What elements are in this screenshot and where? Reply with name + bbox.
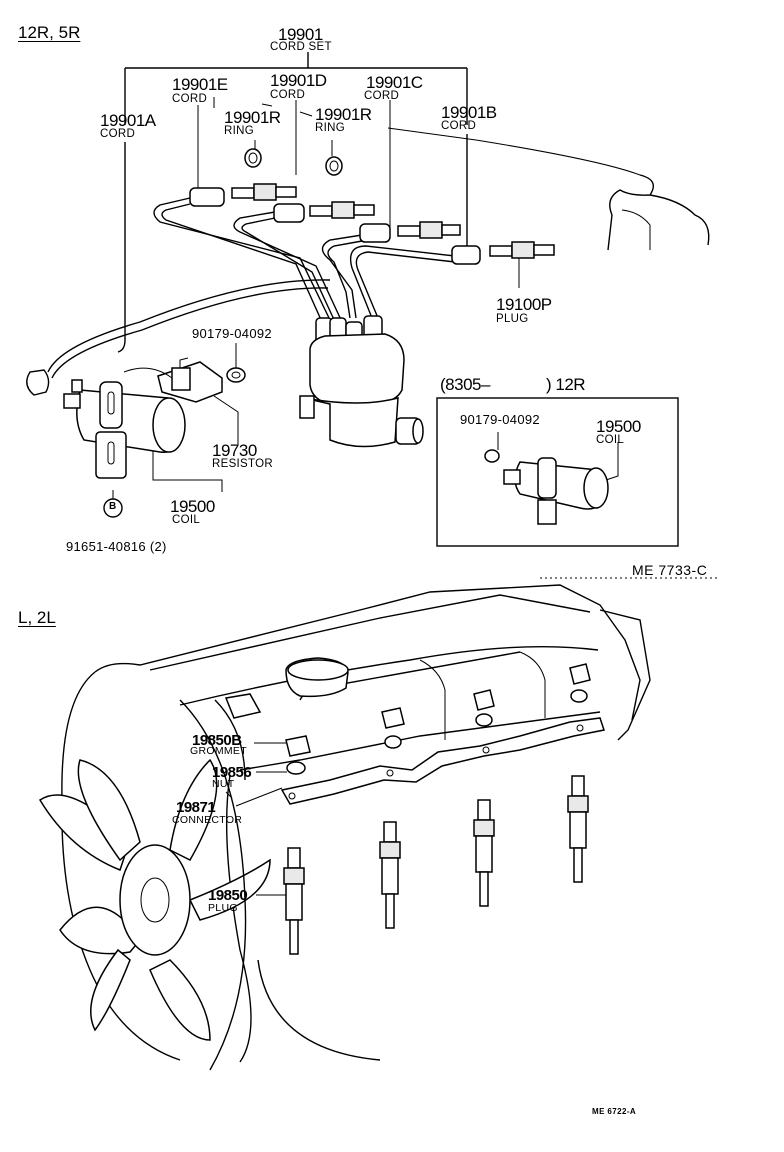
coil-number: 19500 xyxy=(170,497,215,516)
spark-plug-name: PLUG xyxy=(496,313,529,325)
nut-part xyxy=(226,367,246,383)
cord-d-number: 19901D xyxy=(270,71,327,90)
ring-left-name: RING xyxy=(224,125,254,137)
cord-set-bracket xyxy=(117,52,468,353)
lower-leaders xyxy=(225,742,287,896)
connector-bar xyxy=(280,717,605,805)
spark-plug-number: 19100P xyxy=(496,295,552,314)
inset-coil-number: 19500 xyxy=(596,417,641,436)
cord-b-name: CORD xyxy=(441,120,477,132)
resistor-part xyxy=(123,357,223,403)
ring-parts xyxy=(244,148,343,176)
inset-heading-left: (8305– xyxy=(440,375,490,394)
spark-plug-1 xyxy=(231,183,297,201)
cord-e-number: 19901E xyxy=(172,75,228,94)
nut-lower-number: 19856 xyxy=(212,764,252,781)
ignition-coil xyxy=(26,369,186,479)
glow-plug-number: 19850 xyxy=(208,887,248,904)
cord-set-number: 19901 xyxy=(278,25,323,44)
glow-plugs xyxy=(283,775,589,955)
cord-d-name: CORD xyxy=(270,89,306,101)
engine-fragment xyxy=(607,174,710,251)
lower-reference-code: ME 6722-A xyxy=(592,1107,637,1116)
cord-c-name: CORD xyxy=(364,90,400,102)
cord-a-number: 19901A xyxy=(100,111,156,130)
nut-number: 90179-04092 xyxy=(192,326,272,341)
cord-c-number: 19901C xyxy=(366,73,423,92)
resistor-number: 19730 xyxy=(212,441,257,460)
inset-coil-name: COIL xyxy=(596,434,625,446)
engine-fan xyxy=(38,671,271,1071)
glow-plug-name: PLUG xyxy=(208,902,238,914)
ignition-wires xyxy=(47,197,456,379)
grommet-name: GROMMET xyxy=(190,745,247,757)
cord-e-name: CORD xyxy=(172,93,208,105)
ring-right-name: RING xyxy=(315,122,345,134)
spark-plug-4 xyxy=(489,241,555,259)
resistor-name: RESISTOR xyxy=(212,458,273,470)
ring-right-number: 19901R xyxy=(315,105,372,124)
inset-heading-right: ) 12R xyxy=(546,375,586,394)
nut-lower-name: NUT xyxy=(212,778,235,790)
spark-plug-3 xyxy=(397,221,461,239)
distributor xyxy=(299,315,424,448)
coil-name: COIL xyxy=(172,514,201,526)
cord-set-name: CORD SET xyxy=(270,41,332,53)
bolt-number: 91651-40816 (2) xyxy=(66,539,167,554)
bolt-marker-label: B xyxy=(109,501,117,512)
ring-left-number: 19901R xyxy=(224,108,281,127)
section-label-l-2l: L, 2L xyxy=(18,608,56,627)
cord-a-name: CORD xyxy=(100,128,136,140)
bolt-marker xyxy=(103,498,123,518)
spark-plug-2 xyxy=(309,201,375,219)
inset-box xyxy=(436,397,679,547)
inset-nut-number: 90179-04092 xyxy=(460,412,540,427)
section-label-12r-5r: 12R, 5R xyxy=(18,23,81,42)
plug-boots xyxy=(189,187,481,265)
engine-head xyxy=(94,584,651,1063)
grommet-number: 19850B xyxy=(192,732,242,749)
cord-b-number: 19901B xyxy=(441,103,497,122)
connector-number: 19871 xyxy=(176,799,216,816)
connector-name: CONNECTOR xyxy=(172,814,243,826)
upper-reference-code: ME 7733-C xyxy=(632,562,708,578)
grommets-and-nuts xyxy=(285,663,591,775)
leader-lines xyxy=(112,97,641,500)
